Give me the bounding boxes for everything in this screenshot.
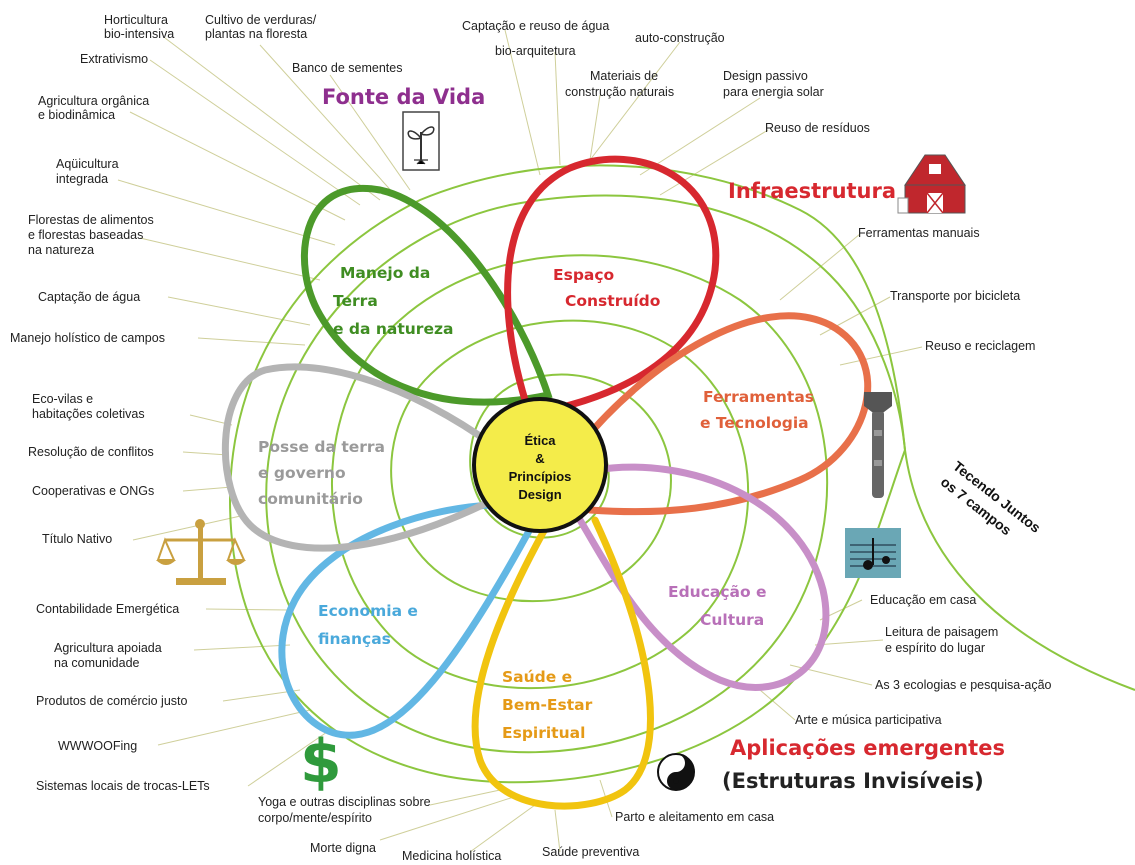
label-captacao-agua: Captação de água: [38, 290, 140, 304]
label-csa-1: Agricultura apoiada: [54, 641, 162, 655]
petal-posse-label-3: comunitário: [258, 490, 363, 508]
label-materiais-2: construção naturais: [565, 85, 674, 99]
petal-espaco-label-2: Construído: [565, 292, 660, 310]
label-ecologias: As 3 ecologias e pesquisa-ação: [875, 678, 1052, 692]
label-saude-preventiva: Saúde preventiva: [542, 845, 639, 859]
label-captacao-reuso: Captação e reuso de água: [462, 19, 609, 33]
petal-saude-outline: [471, 516, 654, 810]
label-manejo-holistico: Manejo holístico de campos: [10, 331, 165, 345]
label-florestas-2: e florestas baseadas: [28, 228, 143, 242]
label-medicina: Medicina holística: [402, 849, 501, 863]
center-line-3: Princípios: [509, 469, 572, 484]
label-yoga-1: Yoga e outras disciplinas sobre: [258, 795, 431, 809]
outer-labels: Horticultura bio-intensiva Cultivo de ve…: [10, 13, 1052, 863]
label-florestas-1: Florestas de alimentos: [28, 213, 154, 227]
title-infraestrutura: Infraestrutura: [728, 179, 896, 203]
petal-espaco-label-1: Espaço: [553, 266, 614, 284]
petal-manejo-label-2: Terra: [333, 292, 378, 310]
petal-posse-outline: [221, 363, 534, 552]
label-design-passivo-1: Design passivo: [723, 69, 808, 83]
petal-ferramentas-label-2: e Tecnologia: [700, 414, 809, 432]
label-resolucao: Resolução de conflitos: [28, 445, 154, 459]
label-wwoof: WWWOOFing: [58, 739, 137, 753]
petal-saude-label-1: Saúde e: [502, 668, 572, 686]
petal-manejo-label-3: e da natureza: [333, 320, 453, 338]
title-estruturas: (Estruturas Invisíveis): [722, 769, 984, 793]
label-yoga-2: corpo/mente/espírito: [258, 811, 372, 825]
label-horticultura-2: bio-intensiva: [104, 27, 174, 41]
petal-posse-label-2: e governo: [258, 464, 346, 482]
title-aplicacoes: Aplicações emergentes: [730, 736, 1005, 760]
label-aquicultura-2: integrada: [56, 172, 108, 186]
label-morte-digna: Morte digna: [310, 841, 376, 855]
label-ecovilas-1: Eco-vilas e: [32, 392, 93, 406]
petal-ferramentas-label-1: Ferramentas: [703, 388, 814, 406]
petal-economia-label-1: Economia e: [318, 602, 418, 620]
label-ferramentas-manuais: Ferramentas manuais: [858, 226, 980, 240]
label-bioarquitetura: bio-arquitetura: [495, 44, 576, 58]
petal-saude-label-3: Espiritual: [502, 724, 585, 742]
label-cultivo-1: Cultivo de verduras/: [205, 13, 317, 27]
label-materiais-1: Materiais de: [590, 69, 658, 83]
label-leitura-1: Leitura de paisagem: [885, 625, 998, 639]
sprout-icon: [402, 111, 440, 171]
center-line-1: Ética: [524, 433, 556, 448]
center-line-4: Design: [518, 487, 561, 502]
label-titulo-nativo: Título Nativo: [42, 532, 112, 546]
center-line-2: &: [535, 451, 544, 466]
label-csa-2: na comunidade: [54, 656, 140, 670]
petal-economia-label-2: finanças: [318, 630, 391, 648]
barn-icon: [897, 154, 966, 214]
label-extrativismo: Extrativismo: [80, 52, 148, 66]
petal-labels: Manejo da Terra e da natureza Espaço Con…: [258, 264, 814, 742]
label-florestas-3: na natureza: [28, 243, 94, 257]
label-design-passivo-2: para energia solar: [723, 85, 824, 99]
label-ecovilas-2: habitações coletivas: [32, 407, 145, 421]
label-banco-sementes: Banco de sementes: [292, 61, 403, 75]
dollar-icon: $: [300, 727, 342, 797]
label-lets: Sistemas locais de trocas-LETs: [36, 779, 210, 793]
petal-saude-label-2: Bem-Estar: [502, 696, 593, 714]
label-aquicultura-1: Aqüicultura: [56, 157, 119, 171]
label-agricultura-2: e biodinâmica: [38, 108, 115, 122]
petal-educacao-label-2: Cultura: [700, 611, 764, 629]
petals: [221, 155, 872, 810]
title-fonte-da-vida: Fonte da Vida: [322, 85, 485, 109]
label-arte-musica: Arte e música participativa: [795, 713, 942, 727]
petal-ferramentas-outline: [576, 312, 872, 516]
label-comercio-justo: Produtos de comércio justo: [36, 694, 188, 708]
label-parto: Parto e aleitamento em casa: [615, 810, 774, 824]
center-circle: [472, 397, 608, 533]
petal-educacao-label-1: Educação e: [668, 583, 767, 601]
label-leitura-2: e espírito do lugar: [885, 641, 985, 655]
wrench-icon: [864, 392, 892, 498]
music-icon: [845, 528, 901, 578]
label-transporte: Transporte por bicicleta: [890, 289, 1020, 303]
label-horticultura-1: Horticultura: [104, 13, 168, 27]
spiral: [228, 164, 1135, 784]
label-cultivo-2: plantas na floresta: [205, 27, 307, 41]
petal-posse-label-1: Posse da terra: [258, 438, 385, 456]
label-autoconstrucao: auto-construção: [635, 31, 725, 45]
petal-manejo-outline: [301, 184, 553, 406]
label-agricultura-1: Agricultura orgânica: [38, 94, 149, 108]
petal-manejo-label-1: Manejo da: [340, 264, 430, 282]
yin-yang-icon: [657, 753, 695, 791]
petal-espaco-outline: [504, 155, 720, 414]
label-reuso-residuos: Reuso de resíduos: [765, 121, 870, 135]
label-contabilidade: Contabilidade Emergética: [36, 602, 179, 616]
label-reuso-reciclagem: Reuso e reciclagem: [925, 339, 1035, 353]
scales-icon: [156, 519, 246, 585]
svg-text:$: $: [300, 727, 342, 797]
label-educacao-casa: Educação em casa: [870, 593, 976, 607]
label-cooperativas: Cooperativas e ONGs: [32, 484, 154, 498]
petal-educacao-outline: [576, 463, 830, 691]
petal-economia-outline: [278, 501, 539, 739]
